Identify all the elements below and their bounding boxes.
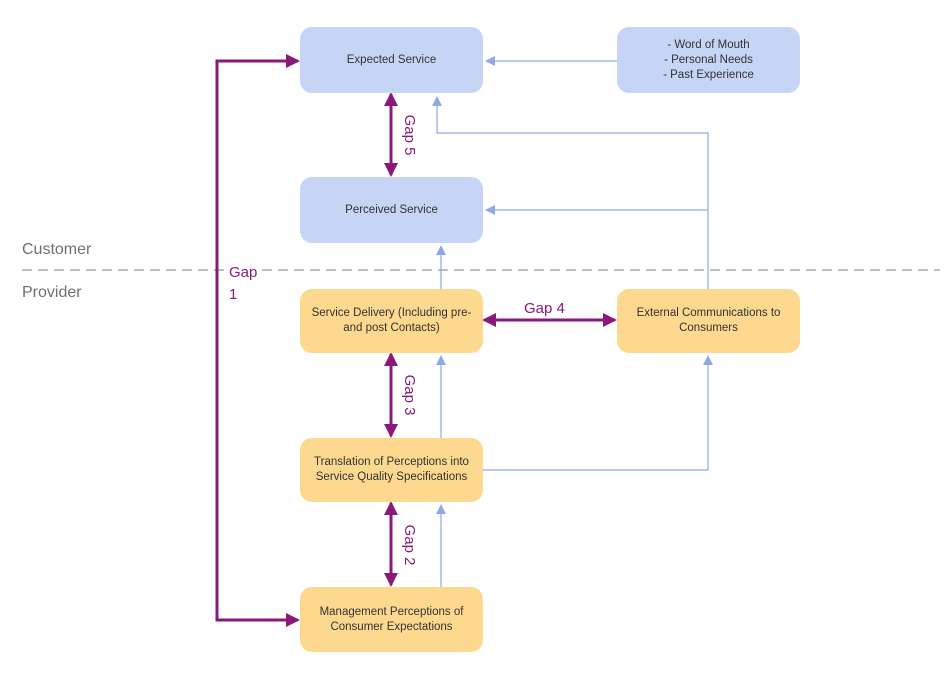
gap3-label: Gap 3: [401, 374, 418, 416]
service-delivery-box: Service Delivery (Including pre- and pos…: [300, 289, 483, 353]
perceived-service-box: Perceived Service: [300, 177, 483, 243]
customer-label: Customer: [22, 241, 92, 258]
gap1-label: Gap 1: [229, 262, 258, 306]
gap1-arrow: [215, 54, 300, 627]
gap2-label: Gap 2: [401, 524, 418, 566]
external-to-expected-arrow: [432, 96, 709, 289]
expected-service-box: Expected Service: [300, 27, 483, 93]
translation-to-external-arrow: [483, 355, 713, 471]
gap5-label: Gap 5: [401, 114, 418, 156]
translation-box: Translation of Perceptions into Service …: [300, 438, 483, 502]
management-perceptions-box: Management Perceptions of Consumer Expec…: [300, 587, 483, 652]
provider-label: Provider: [22, 284, 82, 301]
influences-box: - Word of Mouth - Personal Needs - Past …: [617, 27, 800, 93]
gap4-label: Gap 4: [524, 300, 565, 317]
external-communications-box: External Communications to Consumers: [617, 289, 800, 353]
